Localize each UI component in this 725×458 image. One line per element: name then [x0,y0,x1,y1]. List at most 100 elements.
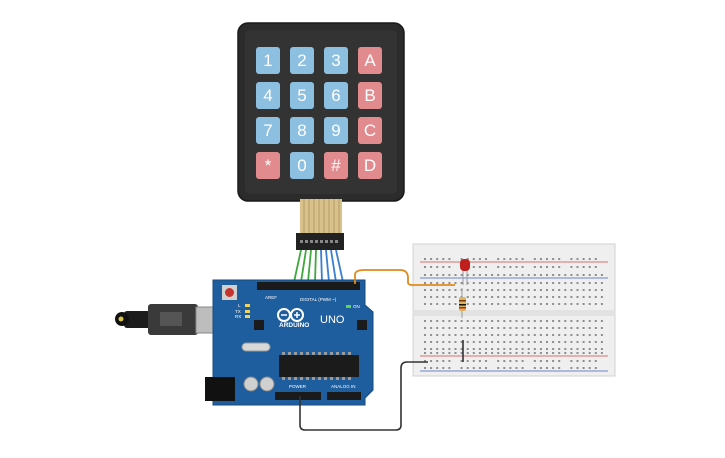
breadboard-hole[interactable] [430,274,433,276]
breadboard-hole[interactable] [509,258,512,260]
breadboard-hole[interactable] [515,320,518,322]
breadboard-hole[interactable] [582,334,585,336]
keypad-key-13[interactable]: 0 [290,152,314,179]
breadboard-hole[interactable] [436,341,439,343]
breadboard-hole[interactable] [594,341,597,343]
breadboard-hole[interactable] [460,360,463,362]
breadboard-hole[interactable] [515,296,518,298]
breadboard-hole[interactable] [600,274,603,276]
breadboard-hole[interactable] [582,282,585,284]
breadboard-hole[interactable] [588,289,591,291]
breadboard-hole[interactable] [576,258,579,260]
breadboard-hole[interactable] [564,327,567,329]
black-ground-wire[interactable] [299,361,428,431]
breadboard-hole[interactable] [600,296,603,298]
breadboard-hole[interactable] [442,360,445,362]
breadboard-hole[interactable] [546,367,548,369]
keypad-key-face[interactable] [256,117,280,144]
breadboard-hole[interactable] [527,303,530,305]
breadboard-hole[interactable] [503,348,506,350]
breadboard-hole[interactable] [558,352,561,354]
breadboard-hole[interactable] [478,258,481,260]
breadboard-hole[interactable] [521,320,524,322]
breadboard-hole[interactable] [564,282,567,284]
breadboard-hole[interactable] [564,348,567,350]
breadboard-hole[interactable] [472,320,475,322]
breadboard-hole[interactable] [521,341,524,343]
breadboard-hole[interactable] [588,348,591,350]
breadboard-hole[interactable] [509,282,512,284]
breadboard-hole[interactable] [533,289,536,291]
breadboard-hole[interactable] [546,289,548,291]
breadboard-hole[interactable] [594,266,597,268]
breadboard-hole[interactable] [600,303,603,305]
breadboard-hole[interactable] [442,348,445,350]
breadboard-hole[interactable] [527,352,530,354]
breadboard-hole[interactable] [564,303,567,305]
breadboard-hole[interactable] [558,320,561,322]
breadboard-hole[interactable] [521,266,524,268]
breadboard-hole[interactable] [539,274,542,276]
breadboard-hole[interactable] [472,303,475,305]
breadboard-hole[interactable] [570,266,573,268]
breadboard-hole[interactable] [466,282,469,284]
breadboard-hole[interactable] [558,258,561,260]
breadboard-hole[interactable] [509,320,512,322]
breadboard-hole[interactable] [466,320,469,322]
breadboard-hole[interactable] [552,348,555,350]
breadboard-hole[interactable] [478,341,481,343]
breadboard-hole[interactable] [472,334,475,336]
breadboard-hole[interactable] [527,320,530,322]
breadboard-hole[interactable] [454,289,457,291]
breadboard-hole[interactable] [582,296,585,298]
breadboard-hole[interactable] [515,303,518,305]
breadboard-hole[interactable] [588,266,591,268]
breadboard-hole[interactable] [424,334,426,336]
breadboard-hole[interactable] [552,266,555,268]
breadboard-hole[interactable] [485,266,487,268]
breadboard-hole[interactable] [472,258,475,260]
breadboard-hole[interactable] [503,352,506,354]
breadboard-hole[interactable] [497,303,500,305]
breadboard-hole[interactable] [478,360,481,362]
breadboard-hole[interactable] [503,320,506,322]
breadboard-hole[interactable] [594,320,597,322]
breadboard-hole[interactable] [485,348,487,350]
breadboard-hole[interactable] [521,296,524,298]
breadboard-hole[interactable] [478,266,481,268]
breadboard-hole[interactable] [582,258,585,260]
breadboard-hole[interactable] [466,303,469,305]
breadboard-hole[interactable] [521,367,524,369]
breadboard-hole[interactable] [576,320,579,322]
breadboard-hole[interactable] [576,296,579,298]
breadboard-hole[interactable] [436,367,439,369]
breadboard-hole[interactable] [448,296,451,298]
breadboard-hole[interactable] [497,367,500,369]
breadboard-hole[interactable] [478,303,481,305]
breadboard-hole[interactable] [485,334,487,336]
breadboard-hole[interactable] [600,341,603,343]
breadboard-hole[interactable] [533,352,536,354]
breadboard-hole[interactable] [472,341,475,343]
breadboard-hole[interactable] [558,334,561,336]
breadboard-hole[interactable] [472,274,475,276]
breadboard-hole[interactable] [546,282,548,284]
breadboard-hole[interactable] [515,327,518,329]
keypad-key-2[interactable]: 3 [324,47,348,74]
breadboard-hole[interactable] [454,341,457,343]
breadboard-hole[interactable] [454,274,457,276]
breadboard-hole[interactable] [448,266,451,268]
reset-button-cap[interactable] [225,288,234,297]
breadboard-hole[interactable] [442,334,445,336]
breadboard-hole[interactable] [558,348,561,350]
breadboard-hole[interactable] [460,274,463,276]
breadboard-hole[interactable] [552,303,555,305]
breadboard-hole[interactable] [509,303,512,305]
breadboard-hole[interactable] [539,258,542,260]
breadboard-hole[interactable] [600,282,603,284]
breadboard-hole[interactable] [515,258,518,260]
breadboard-hole[interactable] [472,282,475,284]
breadboard-hole[interactable] [491,352,494,354]
breadboard-hole[interactable] [448,289,451,291]
